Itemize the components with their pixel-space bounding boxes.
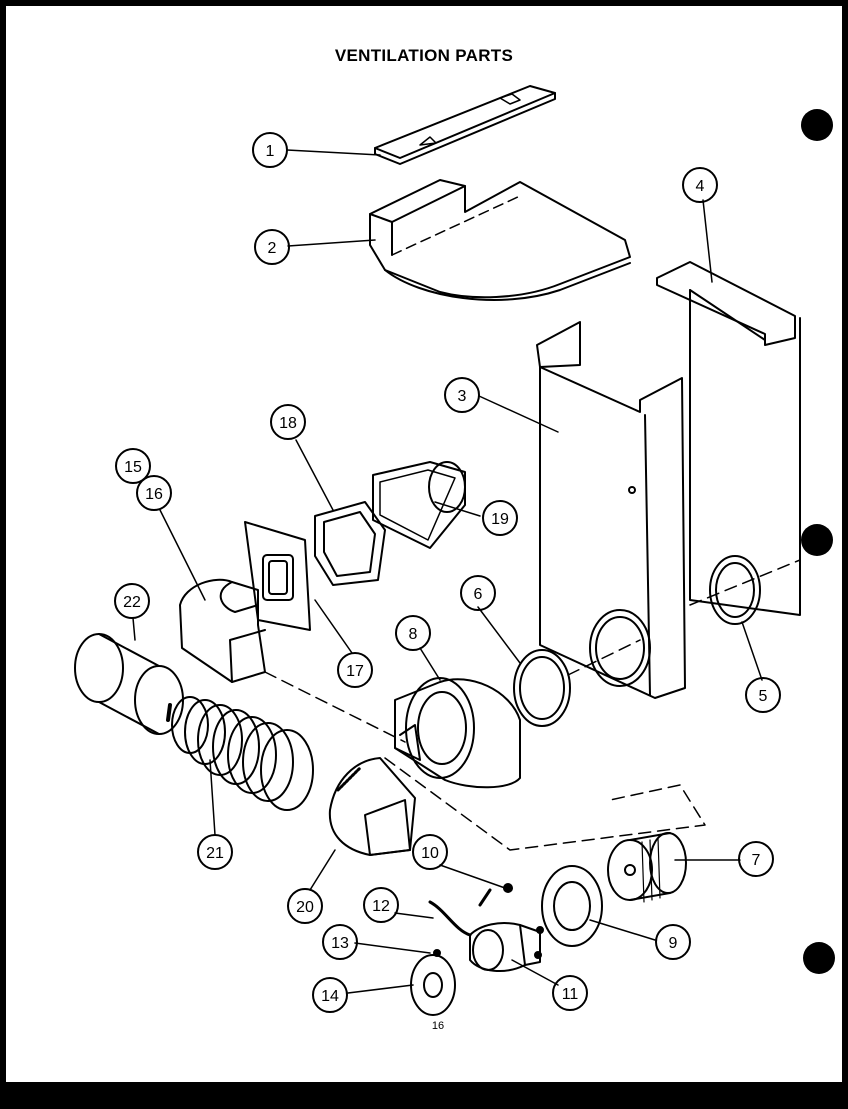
binder-hole-bottom xyxy=(803,942,835,974)
part-side-panel xyxy=(536,321,686,699)
callout-10-label: 10 xyxy=(421,845,439,862)
callout-21-label: 21 xyxy=(206,845,224,862)
binder-hole-top xyxy=(801,109,833,141)
callout-13-label: 13 xyxy=(331,935,349,952)
callout-3: 3 xyxy=(444,377,480,413)
leader-lines xyxy=(132,149,763,994)
callout-1: 1 xyxy=(252,132,288,168)
callout-9: 9 xyxy=(655,924,691,960)
callout-9-label: 9 xyxy=(669,935,678,952)
part-transition xyxy=(372,461,466,549)
callout-16-label: 16 xyxy=(145,486,163,503)
callout-20: 20 xyxy=(287,888,323,924)
callout-6: 6 xyxy=(460,575,496,611)
callout-20-label: 20 xyxy=(296,899,314,916)
callout-19: 19 xyxy=(482,500,518,536)
part-blower-wheel xyxy=(607,832,687,903)
callout-21: 21 xyxy=(197,834,233,870)
callout-8-label: 8 xyxy=(409,626,418,643)
callout-4-label: 4 xyxy=(696,178,705,195)
part-ring-gasket xyxy=(513,649,571,727)
page-title: VENTILATION PARTS xyxy=(334,46,514,65)
callout-14: 14 xyxy=(312,977,348,1013)
part-blower-housing xyxy=(394,677,521,789)
part-top-duct xyxy=(369,179,631,301)
part-gasket-square xyxy=(314,501,386,586)
callout-17: 17 xyxy=(337,652,373,688)
callout-12: 12 xyxy=(363,887,399,923)
callout-13: 13 xyxy=(322,924,358,960)
page-number: 16 xyxy=(431,1020,445,1032)
callout-7: 7 xyxy=(738,841,774,877)
callout-12-label: 12 xyxy=(372,898,390,915)
callout-11: 11 xyxy=(552,975,588,1011)
callout-18: 18 xyxy=(270,404,306,440)
alignment-lines xyxy=(264,559,801,851)
part-mount-plate xyxy=(410,949,456,1016)
part-adapter-plate xyxy=(244,521,311,631)
binder-hole-middle xyxy=(801,524,833,556)
callout-1-label: 1 xyxy=(266,143,275,160)
callout-14-label: 14 xyxy=(321,988,339,1005)
part-motor-plate xyxy=(541,865,603,947)
callout-10: 10 xyxy=(412,834,448,870)
callout-19-label: 19 xyxy=(491,511,509,528)
part-inlet-collar xyxy=(328,757,416,856)
part-flex-duct xyxy=(166,696,314,811)
callout-5-label: 5 xyxy=(759,688,768,705)
part-motor-assembly xyxy=(428,883,544,972)
callout-15-label: 15 xyxy=(124,459,142,476)
part-elbow-duct xyxy=(179,578,266,683)
callout-3-label: 3 xyxy=(458,388,467,405)
part-filter-cover xyxy=(374,85,556,165)
callout-16: 16 xyxy=(136,475,172,511)
callout-7-label: 7 xyxy=(752,852,761,869)
callout-18-label: 18 xyxy=(279,415,297,432)
callout-4: 4 xyxy=(682,167,718,203)
callout-22-label: 22 xyxy=(123,594,141,611)
part-back-panel xyxy=(656,261,801,625)
scan-border-bottom xyxy=(0,1084,848,1109)
callout-2-label: 2 xyxy=(268,240,277,257)
callout-6-label: 6 xyxy=(474,586,483,603)
callout-22: 22 xyxy=(114,583,150,619)
callout-2: 2 xyxy=(254,229,290,265)
callout-15: 15 xyxy=(115,448,151,484)
callout-17-label: 17 xyxy=(346,663,364,680)
callout-8: 8 xyxy=(395,615,431,651)
callout-11-label: 11 xyxy=(562,986,579,1003)
callout-5: 5 xyxy=(745,677,781,713)
